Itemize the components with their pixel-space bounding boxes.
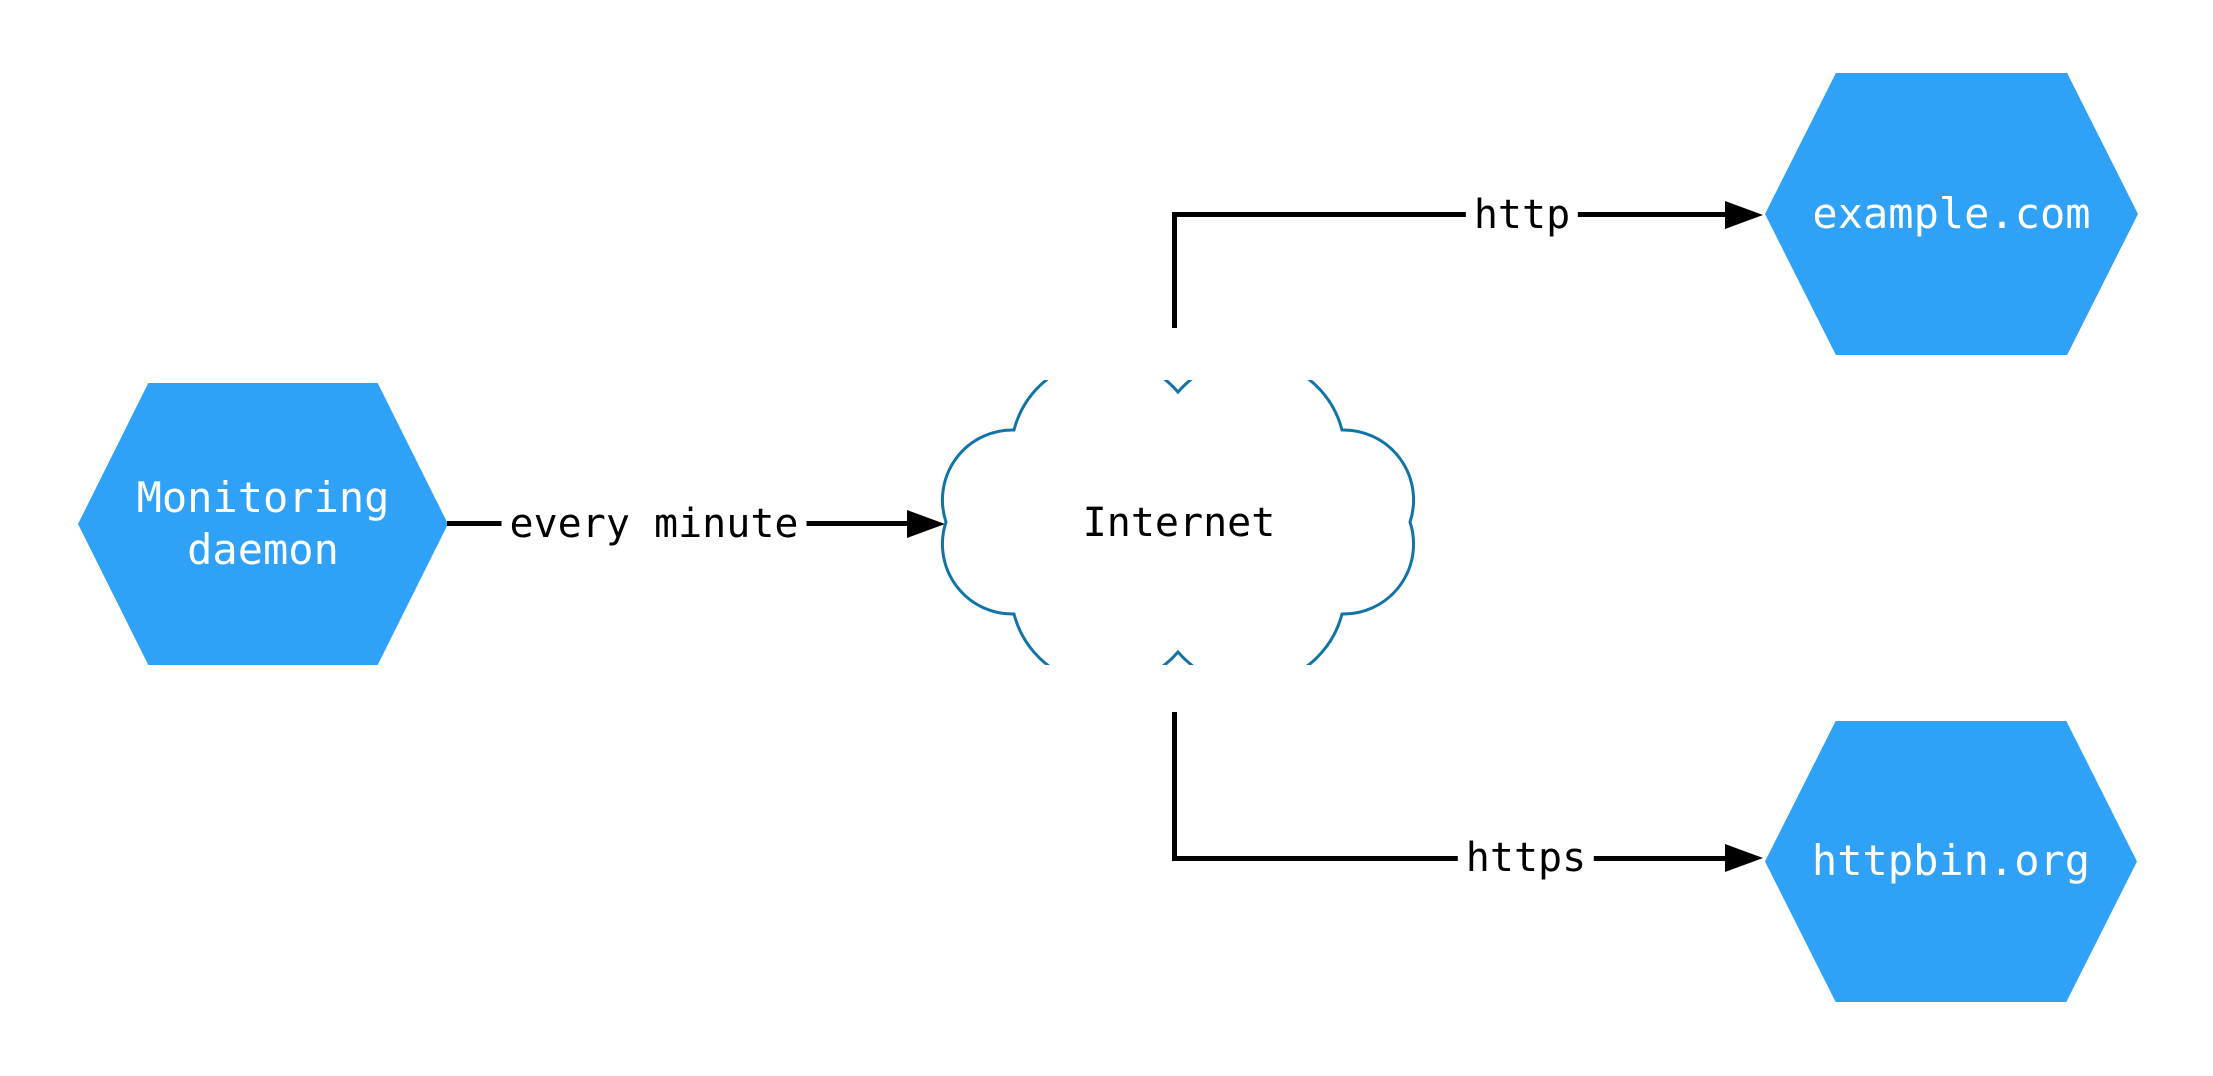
arrowhead-right-icon [1725, 201, 1763, 229]
edge-http-vertical-line [1172, 213, 1177, 328]
arrowhead-right-icon [907, 510, 945, 538]
cloud-icon [940, 380, 1416, 665]
edge-https-horizontal-line [1172, 856, 1725, 861]
edge-http-horizontal-line [1172, 212, 1725, 217]
node-monitoring-daemon: Monitoring daemon [78, 383, 448, 665]
node-httpbin-org-label: httpbin.org [1811, 836, 2091, 886]
node-example-com-label: example.com [1812, 188, 2091, 238]
arrowhead-right-icon [1725, 844, 1763, 872]
node-monitoring-daemon-label: Monitoring daemon [136, 472, 390, 575]
edge-https-vertical-line [1172, 712, 1177, 861]
node-httpbin-org: httpbin.org [1765, 721, 2137, 1002]
edge-label-http: http [1465, 193, 1579, 237]
node-internet-label: Internet [1082, 500, 1276, 546]
cloud-internet-shape [940, 380, 1416, 665]
node-example-com: example.com [1765, 73, 2138, 355]
edge-label-every-minute: every minute [501, 502, 807, 546]
edge-label-https: https [1457, 836, 1595, 880]
